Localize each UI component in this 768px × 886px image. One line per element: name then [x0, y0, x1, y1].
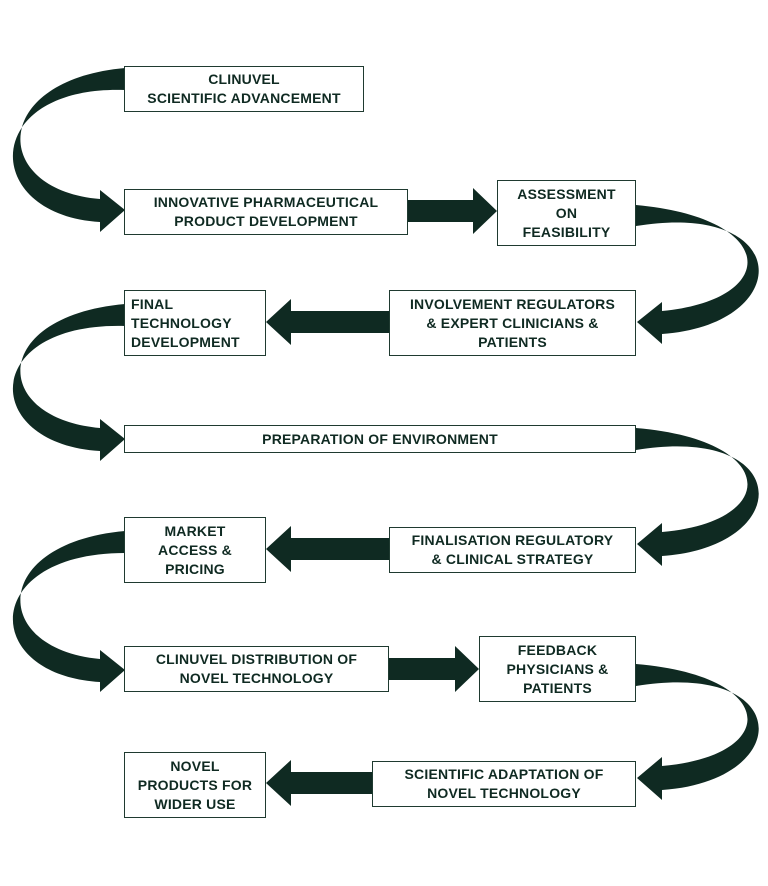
step-box-clinuvel-distribution: CLINUVEL DISTRIBUTION OF NOVEL TECHNOLOG…: [124, 646, 389, 692]
step-box-preparation-of-environment: PREPARATION OF ENVIRONMENT: [124, 425, 636, 453]
curved-arrow-3-to-4: [636, 205, 759, 344]
step-box-novel-products-wider-use: NOVEL PRODUCTS FOR WIDER USE: [124, 752, 266, 818]
curved-arrow-8-to-9: [12, 531, 125, 692]
straight-arrow-2-to-3: [408, 188, 497, 234]
straight-arrow-7-to-8: [266, 526, 389, 572]
step-box-clinuvel-scientific-advancement: CLINUVEL SCIENTIFIC ADVANCEMENT: [124, 66, 364, 112]
curved-arrow-1-to-2: [12, 68, 125, 232]
step-box-finalisation-regulatory-strategy: FINALISATION REGULATORY & CLINICAL STRAT…: [389, 527, 636, 573]
curved-arrow-5-to-6: [12, 304, 125, 461]
curved-arrow-10-to-11: [636, 664, 759, 800]
step-box-scientific-adaptation: SCIENTIFIC ADAPTATION OF NOVEL TECHNOLOG…: [372, 761, 636, 807]
step-box-market-access-pricing: MARKET ACCESS & PRICING: [124, 517, 266, 583]
step-box-innovative-product-development: INNOVATIVE PHARMACEUTICAL PRODUCT DEVELO…: [124, 189, 408, 235]
step-box-final-technology-development: FINAL TECHNOLOGY DEVELOPMENT: [124, 290, 266, 356]
curved-arrow-6-to-7: [636, 428, 759, 566]
straight-arrow-4-to-5: [266, 299, 389, 345]
straight-arrow-11-to-12: [266, 760, 372, 806]
step-box-involvement-regulators: INVOLVEMENT REGULATORS & EXPERT CLINICIA…: [389, 290, 636, 356]
step-box-feedback-physicians-patients: FEEDBACK PHYSICIANS & PATIENTS: [479, 636, 636, 702]
straight-arrow-9-to-10: [389, 646, 479, 692]
step-box-assessment-on-feasibility: ASSESSMENT ON FEASIBILITY: [497, 180, 636, 246]
